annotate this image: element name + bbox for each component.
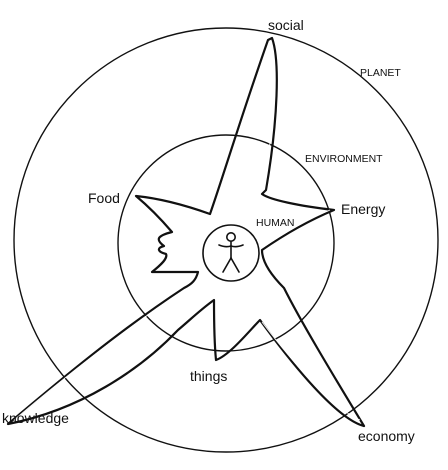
needs-star-shape [6, 36, 366, 428]
environment-label: ENVIRONMENT [305, 153, 383, 165]
economy-label: economy [358, 428, 415, 444]
food-label: Food [88, 190, 120, 206]
energy-label: Energy [341, 201, 385, 217]
planet-label: PLANET [360, 67, 401, 79]
needs-star-inner-line [13, 45, 361, 421]
environment-ring [117, 134, 335, 352]
things-label: things [190, 368, 227, 384]
human-figure-icon [218, 232, 244, 273]
social-label: social [268, 17, 304, 33]
planet-ring [13, 27, 439, 453]
human-label: HUMAN [256, 217, 295, 229]
knowledge-label: knowledge [2, 410, 69, 426]
